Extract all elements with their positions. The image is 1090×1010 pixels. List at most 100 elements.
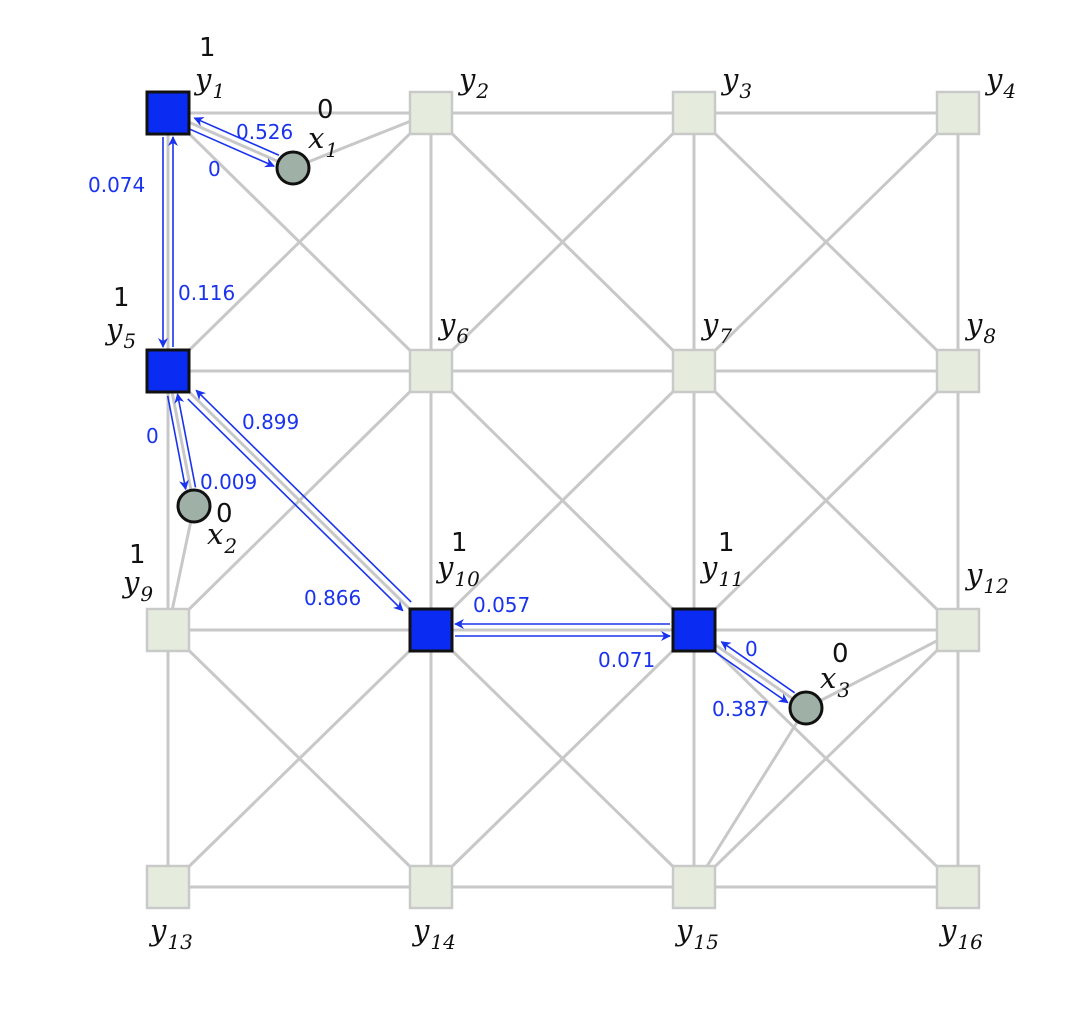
grid-edge-diagonal: [692, 628, 960, 889]
node-label-base: x: [207, 517, 223, 551]
message-arrow-y1-x1: [189, 128, 276, 168]
node-label-subscript: 12: [983, 574, 1008, 598]
message-label-x1-y1: 0.526: [236, 120, 293, 144]
message-label-y5-y1: 0.116: [178, 281, 235, 305]
message-label-x3-y11: 0.387: [712, 697, 769, 721]
node-label-subscript: 14: [430, 930, 455, 954]
node-label-y12: y12: [964, 557, 1009, 598]
grid-edges: [166, 111, 960, 889]
state-value-x1: 0: [317, 95, 334, 125]
node-label-base: y: [121, 565, 140, 599]
variable-node-y5: [145, 348, 191, 394]
node-label-base: y: [148, 913, 167, 947]
node-label-subscript: 8: [983, 324, 996, 348]
node-label-y2: y2: [457, 62, 489, 103]
message-label-y1-x1: 0: [208, 157, 221, 181]
node-label-x3: x3: [820, 661, 850, 702]
node-label-base: y: [964, 307, 983, 341]
variable-node-y6: [408, 348, 454, 394]
message-arrow-x1-y1: [193, 117, 280, 156]
message-label-x2-y5: 0.009: [200, 470, 257, 494]
node-label-y7: y7: [700, 307, 732, 348]
messages: [158, 117, 796, 704]
variable-node-y14: [408, 864, 454, 910]
node-label-base: y: [964, 557, 983, 591]
node-label-subscript: 9: [140, 582, 153, 606]
factor-edge-x3-y12: [805, 628, 959, 710]
message-label-y1-y5: 0.074: [88, 173, 145, 197]
variable-nodes: [145, 90, 981, 910]
node-label-base: y: [699, 550, 718, 584]
node-label-y4: y4: [984, 62, 1016, 103]
node-label-subscript: 2: [223, 534, 237, 558]
node-label-subscript: 1: [325, 138, 338, 162]
node-label-base: y: [457, 62, 476, 96]
grid-edge-diagonal: [429, 111, 696, 373]
variable-node-y12: [935, 607, 981, 653]
node-label-subscript: 16: [957, 930, 983, 954]
message-label-y5-x2: 0: [146, 424, 159, 448]
state-value-x3: 0: [832, 639, 849, 669]
grid-edge-diagonal: [692, 369, 960, 632]
node-label-subscript: 10: [454, 567, 480, 591]
node-label-subscript: 5: [123, 329, 136, 353]
state-value-y9: 1: [129, 540, 146, 570]
variable-node-y9: [145, 607, 191, 653]
state-value-y10: 1: [451, 528, 468, 558]
node-label-subscript: 4: [1002, 79, 1016, 103]
node-label-subscript: 13: [167, 930, 192, 954]
node-label-subscript: 15: [693, 930, 718, 954]
variable-node-y4: [935, 90, 981, 136]
node-label-x2: x2: [207, 517, 237, 558]
grid-edge-diagonal: [692, 111, 960, 373]
state-value-y1: 1: [199, 33, 216, 63]
variable-node-y16: [935, 864, 981, 910]
state-value-y5: 1: [113, 283, 130, 313]
node-label-y8: y8: [964, 307, 996, 348]
variable-node-y15: [671, 864, 717, 910]
message-label-y11-y10: 0.071: [598, 648, 655, 672]
grid-edge-diagonal: [429, 628, 696, 889]
node-label-base: x: [820, 661, 836, 695]
node-label-y16: y16: [938, 913, 983, 954]
message-label-y10-y5: 0.899: [242, 410, 299, 434]
grid-edge-diagonal: [166, 628, 433, 889]
node-label-base: y: [411, 913, 430, 947]
node-label-base: y: [720, 62, 739, 96]
variable-node-y7: [671, 348, 717, 394]
node-label-y3: y3: [720, 62, 752, 103]
node-label-subscript: 2: [475, 79, 489, 103]
state-value-x2: 0: [216, 499, 233, 529]
node-label-subscript: 6: [456, 324, 469, 348]
node-label-base: y: [437, 307, 456, 341]
variable-node-y10: [408, 607, 454, 653]
node-label-y6: y6: [437, 307, 469, 348]
node-label-base: y: [674, 913, 693, 947]
message-arrow-y5-y10: [187, 398, 404, 612]
message-label-y10-y11: 0.057: [473, 593, 530, 617]
grid-edge-diagonal: [429, 369, 696, 632]
node-label-subscript: 1: [212, 79, 225, 103]
node-label-y13: y13: [148, 913, 193, 954]
factor-node-x3: [788, 690, 824, 726]
node-label-y14: y14: [411, 913, 456, 954]
node-label-subscript: 3: [739, 79, 752, 103]
message-arrow-x3-y11: [720, 641, 796, 694]
node-label-y10: y10: [435, 550, 480, 591]
factor-node-x1: [275, 150, 311, 186]
message-label-y11-x3: 0: [745, 637, 758, 661]
node-label-subscript: 11: [718, 567, 743, 591]
factor-edge-x3-y15: [692, 707, 808, 888]
node-label-y5: y5: [104, 312, 136, 353]
node-label-base: y: [193, 62, 212, 96]
message-label-y5-y10: 0.866: [304, 586, 361, 610]
state-value-y11: 1: [718, 528, 735, 558]
variable-node-y8: [935, 348, 981, 394]
node-label-base: x: [308, 121, 324, 155]
node-label-y9: y9: [121, 565, 153, 606]
node-label-subscript: 7: [719, 324, 732, 348]
factor-node-x2: [176, 488, 212, 524]
grid-edge-diagonal: [166, 111, 433, 373]
node-label-y1: y1: [193, 62, 225, 103]
